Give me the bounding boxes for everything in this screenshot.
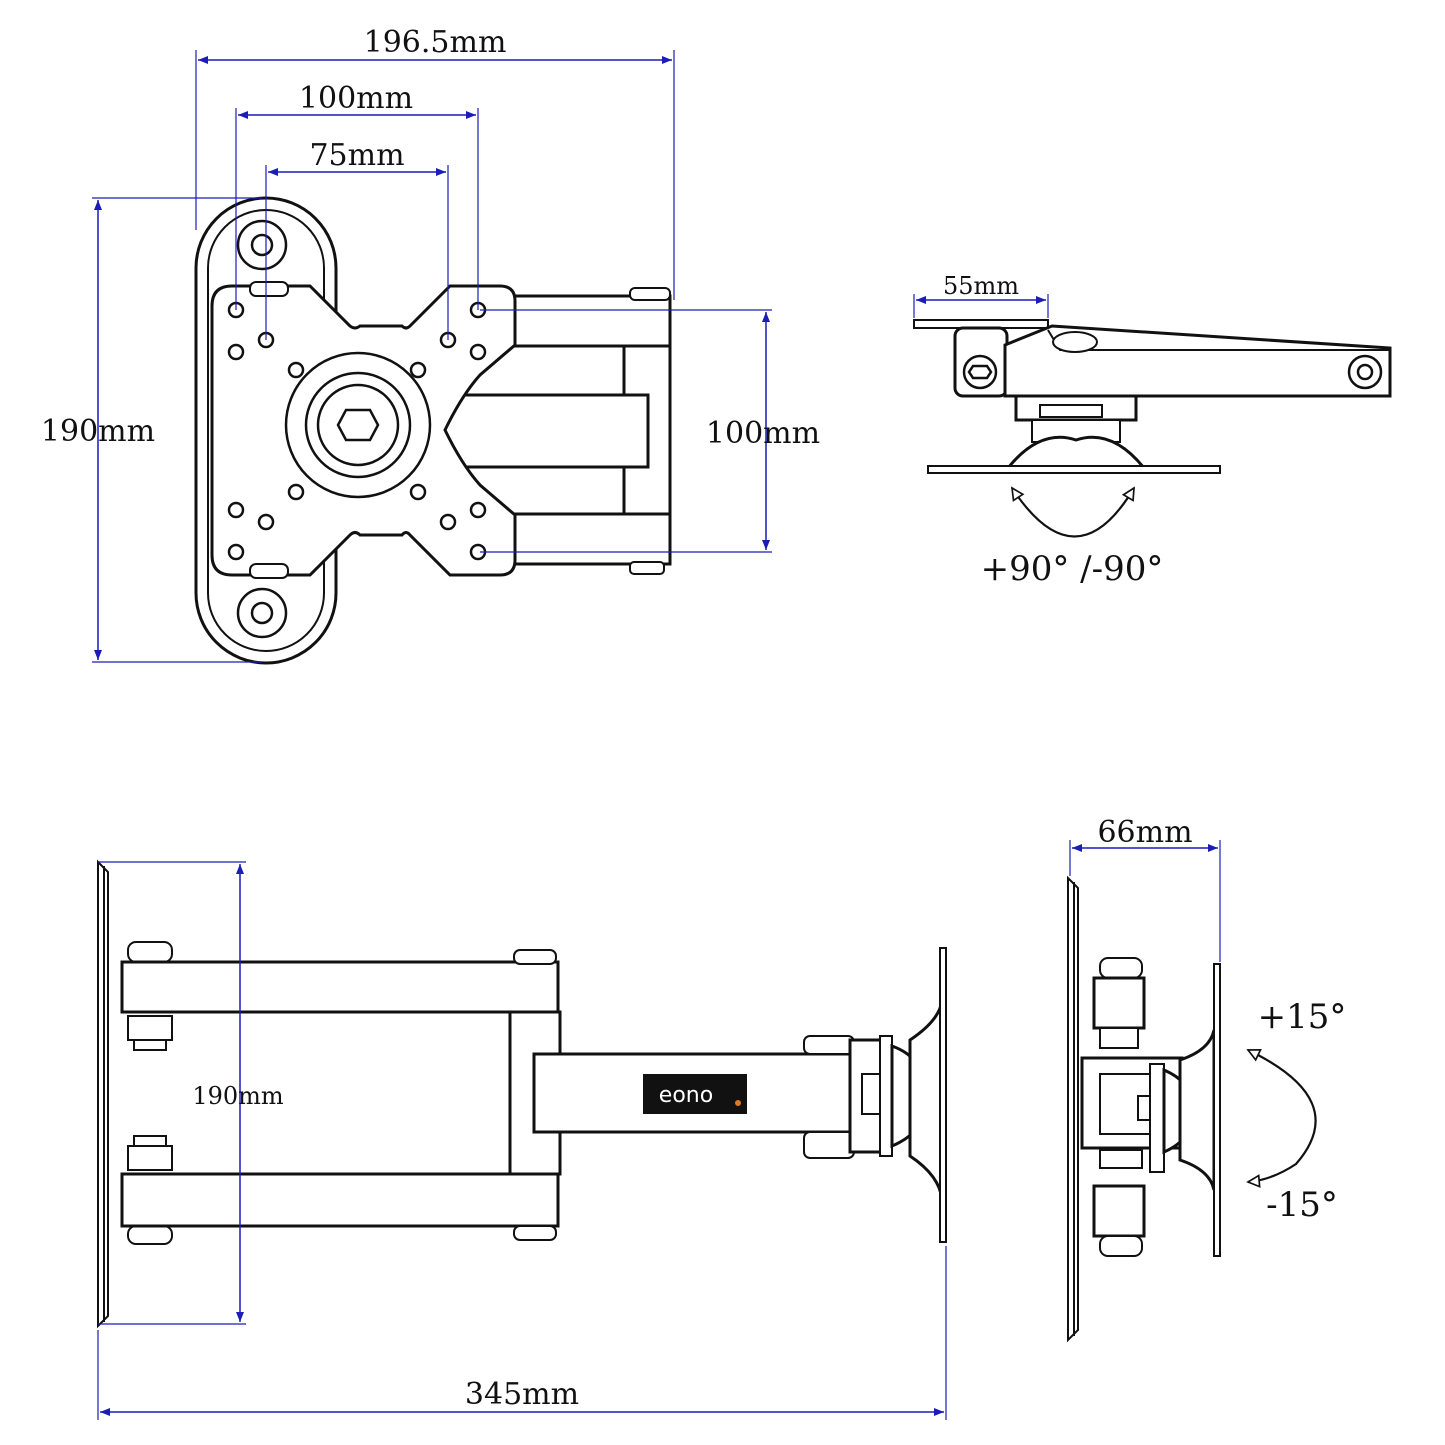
width-overall-label: 196.5mm [364, 25, 507, 60]
lower-arm-side [120, 1172, 560, 1228]
vesa-large-label: 100mm [299, 81, 413, 116]
extension-label: 345mm [465, 1377, 579, 1412]
vesa-plate-side [939, 947, 947, 1243]
vesa-small-label: 75mm [309, 138, 404, 173]
top-view: 55mm +90° /-90° [913, 272, 1392, 589]
tilt-view: 66mm +15° -15° [1067, 815, 1347, 1343]
upper-arm-side [120, 960, 560, 1014]
vesa-vertical-label: 100mm [706, 416, 820, 451]
eono-logo [643, 1074, 747, 1114]
hex-bolt [336, 408, 380, 442]
swivel-arrow [1010, 486, 1135, 538]
tilt-up-label: +15° [1258, 997, 1347, 1037]
tilt-down-label: -15° [1266, 1185, 1338, 1225]
eono-logo-text: eono [659, 1083, 713, 1108]
depth-label: 66mm [1097, 815, 1192, 850]
swing-arm [1003, 324, 1392, 398]
swivel-angle-label: +90° /-90° [981, 549, 1164, 589]
upper-arm [498, 294, 672, 348]
vesa-holes [227, 301, 487, 561]
side-view: eono 190mm 345mm [97, 859, 947, 1420]
tilt-arrow [1246, 1048, 1317, 1188]
height-overall-label: 190mm [41, 414, 155, 449]
vesa-plate-edge [927, 465, 1221, 474]
vesa-plate-edge-tilt [1213, 963, 1221, 1257]
plate-width-label: 55mm [943, 272, 1019, 300]
front-view: 196.5mm 100mm 75mm 190mm 100mm [41, 25, 820, 665]
lower-arm [498, 512, 672, 566]
side-height-label: 190mm [192, 1082, 284, 1110]
